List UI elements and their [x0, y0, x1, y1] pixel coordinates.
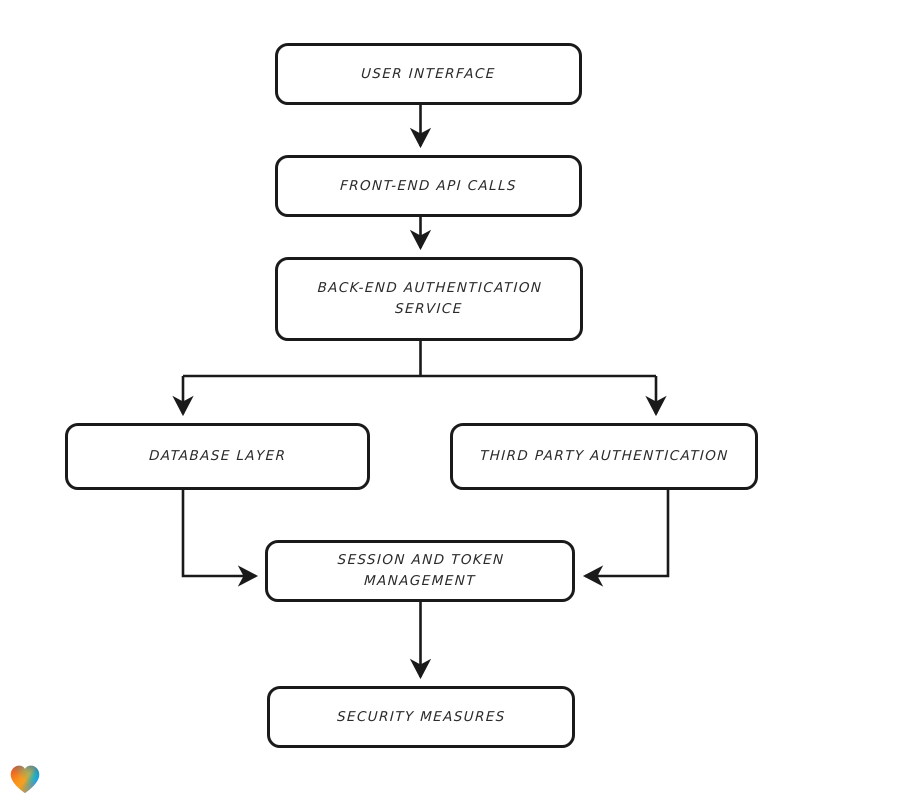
node-label: Session and Token Management [336, 552, 505, 589]
node-label: Database Layer [148, 448, 287, 465]
node-security-measures[interactable]: Security Measures [267, 686, 575, 748]
node-label: Back-End Authentication Service [316, 280, 543, 317]
heart-logo-icon [10, 765, 40, 794]
edge-third-to-session [582, 490, 670, 587]
node-database-layer[interactable]: Database Layer [65, 423, 370, 490]
node-label: Security Measures [336, 708, 506, 725]
node-session-token-management[interactable]: Session and Token Management [265, 540, 575, 602]
node-label: Front-End API Calls [339, 177, 518, 194]
edge-db-to-session [181, 490, 259, 587]
node-label: User Interface [360, 65, 497, 82]
node-third-party-auth[interactable]: Third Party Authentication [450, 423, 758, 490]
node-user-interface[interactable]: User Interface [275, 43, 582, 105]
node-back-end-auth-service[interactable]: Back-End Authentication Service [275, 257, 583, 341]
node-front-end-api-calls[interactable]: Front-End API Calls [275, 155, 582, 217]
node-label: Third Party Authentication [479, 448, 729, 465]
